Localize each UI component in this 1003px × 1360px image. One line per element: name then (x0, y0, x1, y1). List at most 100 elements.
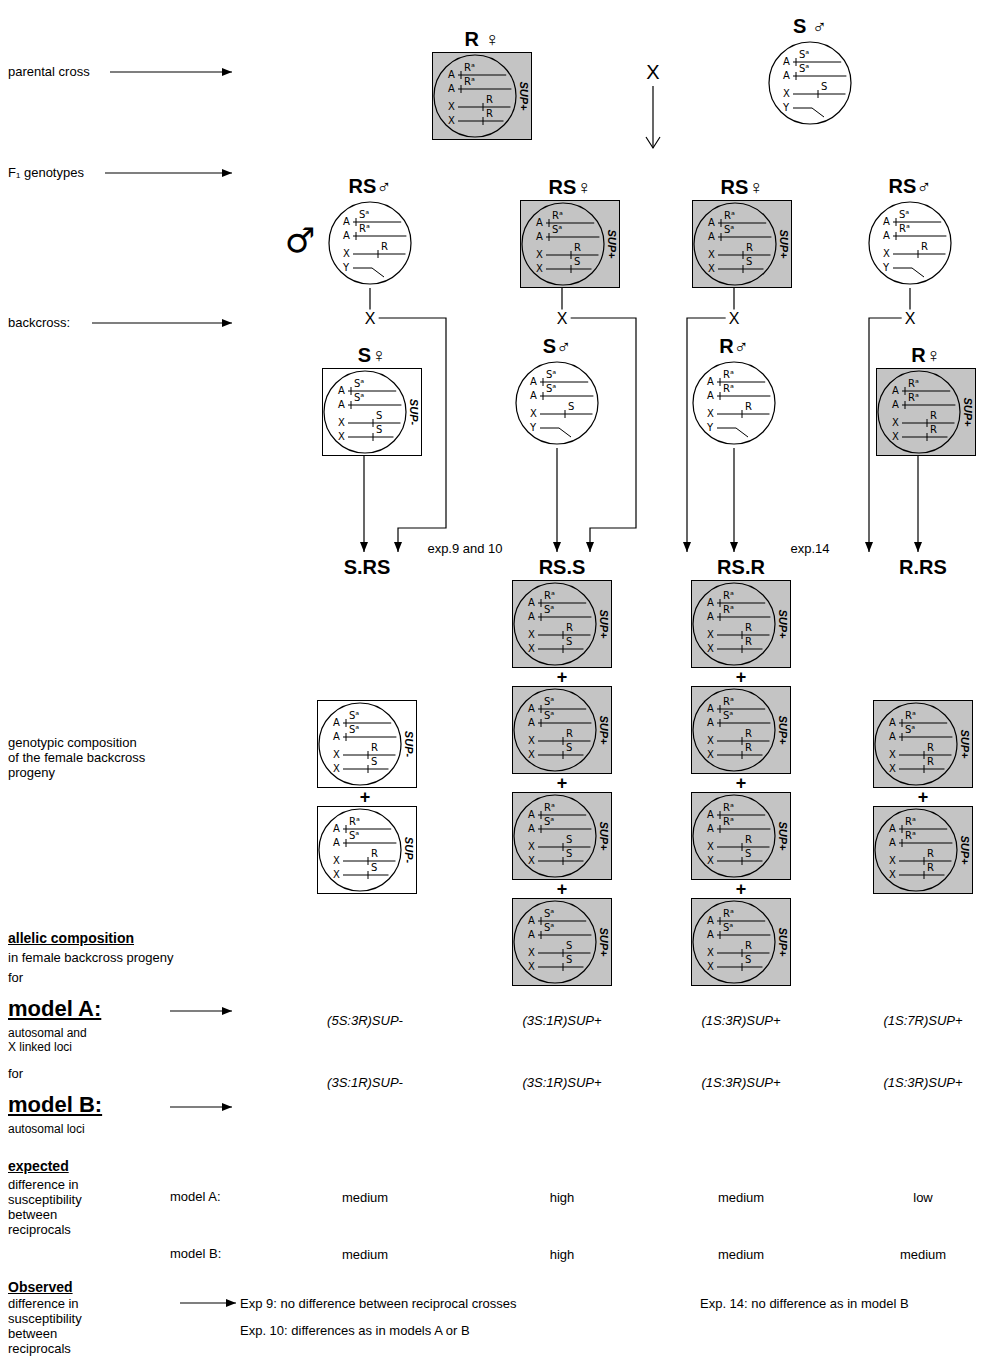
chromosome-line (538, 635, 590, 636)
genotype-drawing (328, 200, 412, 288)
chromosome-name: X (536, 249, 543, 261)
annotation: high (550, 1247, 575, 1262)
suppressor-label: SUP+ (959, 729, 971, 758)
annotation: difference in susceptibility between rec… (8, 1296, 108, 1356)
cross-symbol: X (902, 310, 919, 327)
chromosome-line (718, 255, 770, 256)
allele: Rᵃ (723, 816, 734, 828)
locus-tick (924, 871, 925, 879)
chromosome-line (899, 723, 947, 724)
chromosome-name: A (530, 376, 537, 388)
chromosome-name: X (707, 961, 714, 973)
locus-tick (720, 931, 721, 939)
locus-tick (368, 871, 369, 879)
chromosome-line (718, 223, 766, 224)
chromosome-line (717, 709, 765, 710)
locus-tick (896, 232, 897, 240)
annotation: model B: (170, 1246, 221, 1261)
allele: Rᵃ (723, 802, 734, 814)
chromosome-name: X (708, 249, 715, 261)
locus-tick (720, 613, 721, 621)
cell-outline (694, 203, 776, 285)
locus-tick (563, 963, 564, 971)
progeny-group: S.RSAAXXSᵃSᵃRSSUP-AAXXRᵃSᵃRSSUP- (310, 552, 424, 902)
locus-tick (563, 645, 564, 653)
chromosome-name: X (333, 869, 340, 881)
chromosome-line (458, 89, 511, 90)
locus-tick (461, 85, 462, 93)
cell-outline (878, 371, 960, 453)
female-genotype: AAXXRᵃRᵃRRSUP+ (873, 806, 973, 894)
chromosome-name: X (783, 88, 790, 100)
chromosome-line (353, 222, 401, 223)
chromosome-name: X (528, 643, 535, 655)
chromosome-name: A (889, 837, 896, 849)
chromosome-name: A (333, 837, 340, 849)
chromosome-name: Y (343, 262, 349, 274)
chromosome-line (538, 603, 586, 604)
cross-symbol: X (554, 310, 571, 327)
pointer-arrow (170, 1010, 232, 1011)
locus-tick (356, 232, 357, 240)
allele: R (746, 242, 753, 254)
annotation: for (8, 1066, 23, 1081)
allele: S (371, 862, 377, 874)
chromosome-line (343, 755, 395, 756)
locus-tick (796, 72, 797, 80)
locus-tick (541, 599, 542, 607)
cross-connector (370, 288, 446, 552)
chromosome-line (343, 843, 396, 844)
genotype-label: RS♀ (721, 176, 764, 198)
allele: Sᵃ (544, 816, 554, 828)
allele: Sᵃ (349, 724, 359, 736)
allele: Sᵃ (723, 922, 733, 934)
allele: S (745, 848, 751, 860)
allele: Sᵃ (354, 392, 364, 404)
allele: Rᵃ (723, 908, 734, 920)
chromosome-name: X (707, 947, 714, 959)
chromosome-name: A (343, 230, 350, 242)
suppressor-label: SUP+ (518, 81, 530, 110)
chromosome-line (899, 737, 952, 738)
allele: Rᵃ (464, 62, 475, 74)
chromosome-name: A (530, 390, 537, 402)
allele: R (745, 636, 752, 648)
chromosome-line (717, 829, 770, 830)
group-label: R.RS (899, 556, 947, 578)
chromosome-line (893, 236, 946, 237)
locus-tick (742, 751, 743, 759)
chromosome-line (343, 861, 395, 862)
progeny-group: R.RSAAXXRᵃSᵃRRSUP+AAXXRᵃRᵃRRSUP+ (866, 552, 980, 902)
chromosome-line (538, 921, 586, 922)
allele: S (745, 954, 751, 966)
chromosome-name: A (528, 809, 535, 821)
allele: R (745, 834, 752, 846)
chromosome-line (538, 829, 591, 830)
genotype-drawing (318, 701, 415, 786)
allele: Rᵃ (723, 590, 734, 602)
group-label: RS.R (717, 556, 765, 578)
cross-connector (363, 456, 364, 552)
allele: Rᵃ (349, 816, 360, 828)
genotype-drawing (692, 687, 789, 772)
chromosome-line (717, 935, 770, 936)
locus-tick (563, 857, 564, 865)
locus-tick (541, 811, 542, 819)
chromosome-name: A (528, 929, 535, 941)
cell-outline (329, 202, 411, 284)
allele: Sᵃ (546, 383, 556, 395)
locus-tick (541, 719, 542, 727)
locus-tick (743, 265, 744, 273)
locus-tick (563, 751, 564, 759)
chromosome-line (538, 709, 586, 710)
locus-tick (896, 218, 897, 226)
locus-tick (742, 963, 743, 971)
locus-tick (541, 917, 542, 925)
locus-tick (902, 839, 903, 847)
pointer-arrow (105, 172, 232, 173)
allele: R (381, 241, 388, 253)
allele: S (566, 834, 572, 846)
chromosome-name: X (892, 431, 899, 443)
cell-outline (514, 795, 596, 877)
genotype-drawing (515, 360, 599, 448)
